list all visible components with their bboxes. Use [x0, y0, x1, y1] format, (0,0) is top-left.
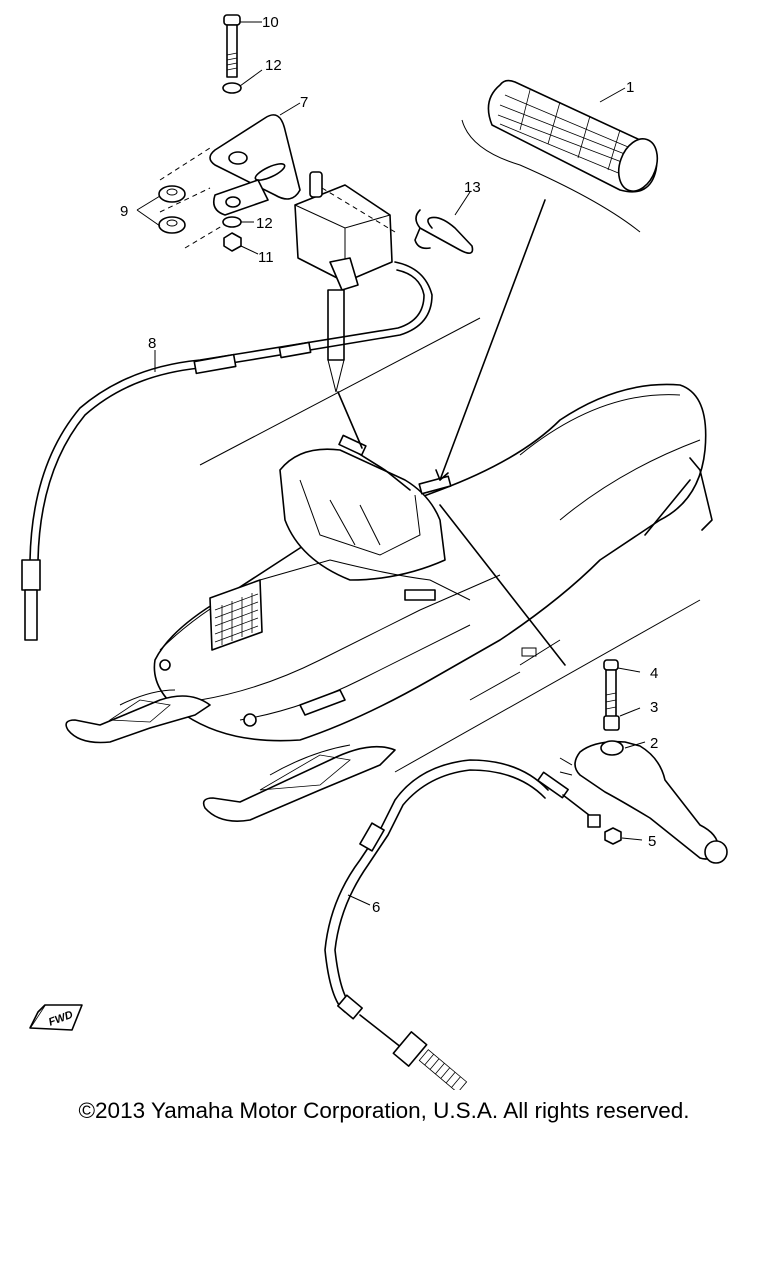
callout-6: 6 [372, 899, 380, 916]
callout-11: 11 [258, 249, 274, 266]
leader-arrow-1 [439, 199, 546, 481]
leader-arrow-8 [337, 391, 363, 449]
grip-part [461, 79, 659, 233]
callout-1: 1 [626, 79, 634, 96]
brake-lever-2 [559, 740, 728, 864]
ski-right [202, 744, 396, 822]
bracket-7 [209, 114, 301, 216]
washer-12-bottom [222, 216, 242, 228]
callout-8: 8 [148, 335, 156, 352]
washer-12-top [222, 82, 242, 94]
fwd-arrow-icon: FWD [29, 1004, 83, 1031]
callout-7: 7 [300, 94, 308, 111]
callout-13: 13 [464, 179, 481, 196]
callout-12b: 12 [256, 215, 273, 232]
callout-4: 4 [650, 665, 658, 682]
copyright-notice: ©2013 Yamaha Motor Corporation, U.S.A. A… [78, 1098, 690, 1123]
callout-2: 2 [650, 735, 658, 752]
callout-10: 10 [262, 14, 279, 31]
clip-13 [414, 209, 474, 254]
throttle-housing [294, 171, 393, 393]
callout-3: 3 [650, 699, 658, 716]
windshield [279, 448, 446, 581]
bolt-4 [603, 659, 619, 721]
ski-left [65, 689, 211, 744]
leader-arrow-lever [439, 504, 566, 666]
snowmobile-body [153, 383, 713, 742]
callout-5: 5 [648, 833, 656, 850]
grommets-9 [158, 185, 186, 234]
bolt-10 [223, 14, 241, 78]
brake-cable-6 [324, 759, 601, 1090]
collar-3 [603, 715, 620, 731]
hood [159, 559, 501, 727]
callout-9: 9 [120, 203, 128, 220]
callout-12a: 12 [265, 57, 282, 74]
throttle-cable-8 [21, 261, 433, 641]
nut-11 [223, 232, 242, 252]
parts-diagram: 1 10 12 7 9 12 11 [21, 14, 728, 1090]
nut-5 [604, 827, 622, 845]
